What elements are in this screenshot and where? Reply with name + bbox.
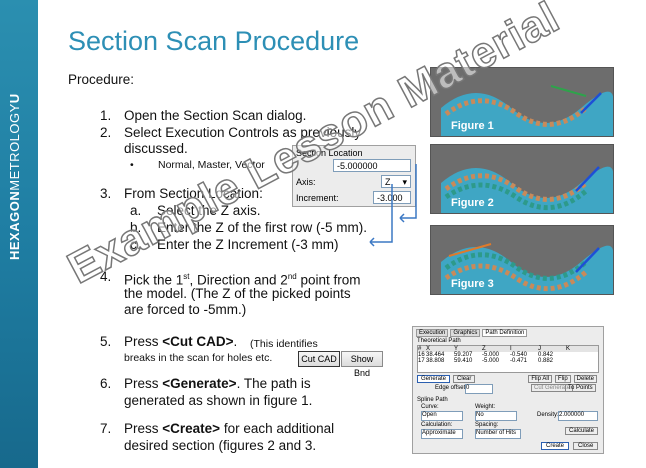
spacing-label: Spacing: [475, 422, 499, 428]
substep-letter: c. [130, 237, 141, 252]
step-text: Open the Section Scan dialog. [124, 108, 307, 123]
table-row[interactable]: 17 38.808 59.410 -5.000 -0.471 0.882 [418, 358, 554, 364]
calculation-label: Calculation: [421, 422, 453, 428]
substep-letter: a. [130, 203, 142, 218]
step-text: Press <Create> for each additional [124, 421, 335, 436]
page-title: Section Scan Procedure [68, 26, 360, 56]
step-note: breaks in the scan for holes etc. [124, 352, 273, 364]
step-number: 4. [100, 269, 112, 284]
column-header: K [566, 346, 571, 352]
column-header: Z [482, 346, 486, 352]
step-text: Press <Generate>. The path is [124, 376, 311, 391]
step-text: Select Execution Controls as previously [124, 125, 362, 140]
curve-label: Curve: [421, 404, 439, 410]
bullet-dot: • [130, 159, 134, 171]
tab-execution[interactable]: Execution [416, 329, 449, 337]
step-number: 2. [100, 125, 112, 140]
scan-model-illustration [441, 166, 613, 213]
axis-label: Axis: [296, 177, 316, 187]
tab-graphics[interactable]: Graphics [450, 329, 481, 337]
figure-2-image: Figure 2 [430, 144, 614, 214]
arrow-head-icon [399, 213, 405, 223]
show-bnd-button[interactable]: Show Bnd [341, 351, 383, 378]
theoretical-path-table[interactable]: # X Y Z I J K 16 38.464 59.207 -5.000 -0… [417, 345, 599, 373]
density-label: Density: [537, 412, 559, 418]
close-button[interactable]: Close [573, 442, 599, 450]
edge-offset-input[interactable]: 0 [465, 384, 493, 394]
table-header: # X Y Z I J K [418, 346, 598, 352]
column-header: Y [454, 346, 459, 352]
path-buttons-row: Generate Clear Flip All Flip Delete [417, 375, 597, 383]
step-text: discussed. [124, 141, 188, 156]
dialog-tabs: Execution Graphics Path Definition [416, 329, 528, 337]
bullet-text: Normal, Master, Vector [158, 159, 265, 171]
step-text: From Section Location: [124, 186, 263, 201]
spline-path-label: Spline Path [417, 397, 448, 403]
table-row[interactable]: 16 38.464 59.207 -5.000 -0.540 0.842 [418, 352, 554, 358]
step-text: desired section (figures 2 and 3. [124, 438, 317, 453]
flip-button[interactable]: Flip [554, 375, 571, 383]
step-text: Pick the 1st, Direction and 2nd point fr… [124, 272, 361, 288]
brand-sidebar: HEXAGONMETROLOGYU [0, 0, 38, 468]
path-definition-dialog: Execution Graphics Path Definition Theor… [412, 326, 604, 454]
cut-generate-button[interactable]: Cut Generate [531, 384, 574, 392]
step-number: 6. [100, 376, 112, 391]
step-number: 3. [100, 186, 112, 201]
increment-label: Increment: [296, 193, 339, 203]
section-location-input[interactable]: -5.000000 [333, 159, 411, 172]
weight-select[interactable]: No [475, 411, 517, 421]
figure-label: Figure 2 [451, 197, 494, 209]
arrow-head-icon [369, 237, 375, 247]
column-header: I [510, 346, 512, 352]
brand-logo-text: HEXAGONMETROLOGYU [7, 93, 22, 260]
callout-line [400, 164, 417, 219]
cut-cad-button[interactable]: Cut CAD [298, 351, 340, 367]
section-location-title: Section Location [296, 148, 363, 158]
scan-model-illustration [441, 85, 613, 136]
substep-letter: b. [130, 220, 142, 235]
step-text: Press <Cut CAD>. [124, 334, 238, 349]
callout-line [370, 184, 393, 243]
spacing-select[interactable]: Number of Hits [475, 429, 521, 439]
figure-3-image: Figure 3 [430, 225, 614, 295]
procedure-label: Procedure: [68, 72, 135, 87]
callout-arrows [369, 164, 417, 247]
density-input[interactable]: 2.000000 [558, 411, 598, 421]
edge-offset-label: Edge offset: [435, 385, 467, 391]
theoretical-path-label: Theoretical Path [417, 338, 461, 344]
generate-button[interactable]: Generate [417, 375, 451, 383]
column-header: X [426, 346, 431, 352]
step-text: generated as shown in figure 1. [124, 393, 313, 408]
section-location-panel: Section Location -5.000000 Axis: Z▾ Incr… [292, 145, 416, 207]
create-button[interactable]: Create [541, 442, 570, 450]
step-text: the model. (The Z of the picked points [124, 286, 351, 301]
calculate-button[interactable]: Calculate [565, 427, 599, 435]
calculation-select[interactable]: Approximate [421, 429, 463, 439]
delete-button[interactable]: Delete [573, 375, 597, 383]
curve-select[interactable]: Open [421, 411, 463, 421]
axis-select[interactable]: Z▾ [381, 175, 411, 188]
substep-text: Select the Z axis. [157, 203, 261, 218]
to-points-button[interactable]: To Points [565, 384, 596, 392]
chevron-down-icon: ▾ [402, 177, 407, 187]
scan-model-illustration [441, 243, 613, 294]
step-number: 1. [100, 108, 112, 123]
step-number: 5. [100, 334, 112, 349]
column-header: # [418, 346, 422, 352]
figure-1-image: Figure 1 [430, 67, 614, 137]
substep-text: Enter the Z Increment (-3 mm) [157, 237, 339, 252]
clear-button[interactable]: Clear [453, 375, 476, 383]
column-header: J [538, 346, 541, 352]
step-text: are forced to -5mm.) [124, 302, 247, 317]
flip-all-button[interactable]: Flip All [528, 375, 552, 383]
step-number: 7. [100, 421, 112, 436]
substep-text: Enter the Z of the first row (-5 mm). [157, 220, 368, 235]
weight-label: Weight: [475, 404, 496, 410]
figure-label: Figure 3 [451, 278, 494, 290]
step-note: (This identifies [250, 338, 318, 350]
figure-label: Figure 1 [451, 120, 494, 132]
tab-path-definition[interactable]: Path Definition [482, 329, 528, 337]
